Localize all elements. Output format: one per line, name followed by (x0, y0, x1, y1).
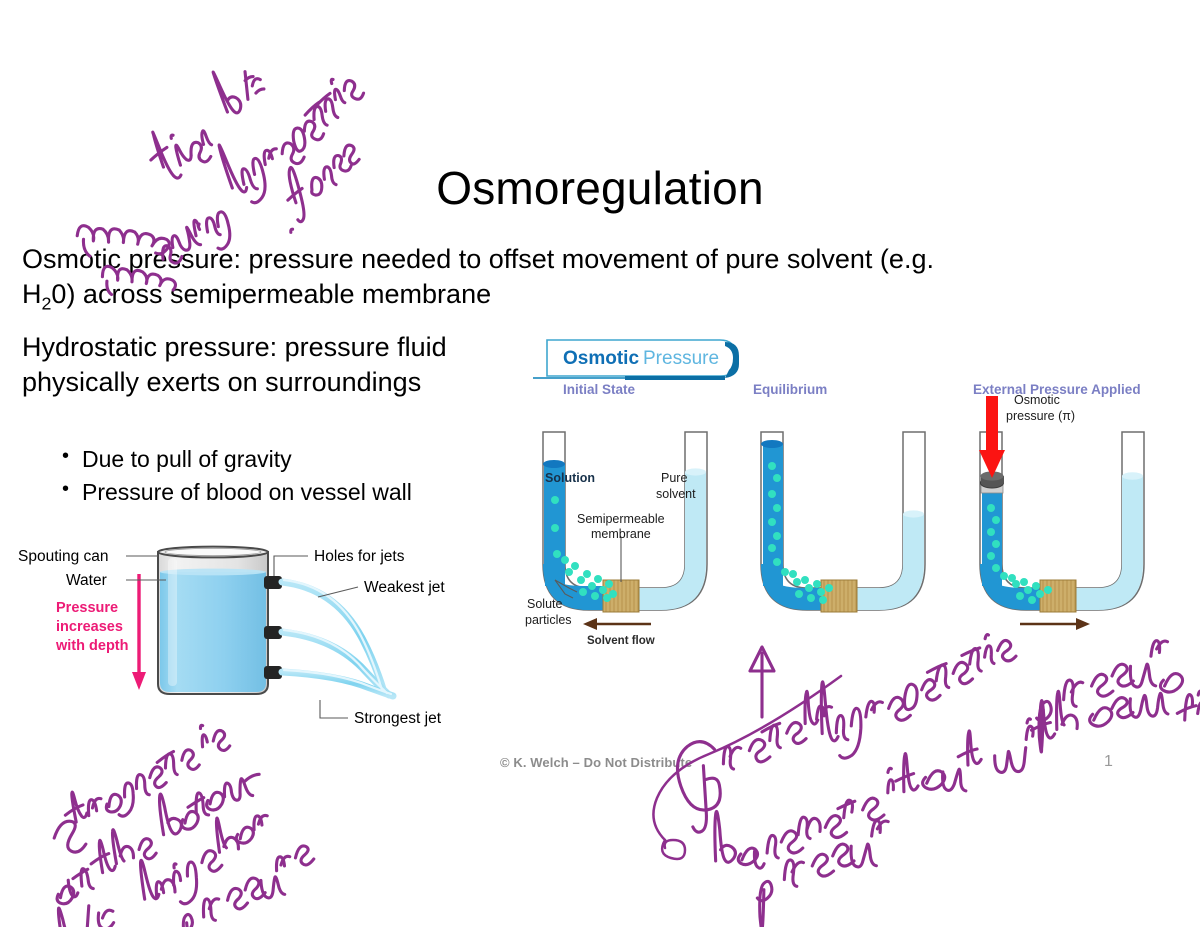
label-solute-line1: Solute (527, 597, 562, 611)
page-title: Osmoregulation (436, 162, 764, 214)
utube-external-pressure: Osmotic pressure (π) (979, 393, 1145, 630)
hydrostatic-pressure-definition: Hydrostatic pressure: pressure fluid phy… (22, 332, 447, 397)
osmotic-definition-h: H (22, 278, 42, 309)
label-weakest-jet: Weakest jet (364, 579, 445, 596)
handwritten-note-top-left-text: changes this b/c measuring hydrostatic f… (28, 46, 29, 47)
label-pressure-line2: increases (56, 619, 123, 635)
water-jets-highlight (282, 578, 393, 696)
solvent-flow-arrow-left (583, 618, 651, 630)
label-semipermeable-line1: Semipermeable (577, 512, 665, 526)
label-pressure-line1: Pressure (56, 600, 118, 616)
label-solute-line2: particles (525, 613, 572, 627)
utube-initial-state: Solution Pure solvent Semipermeable memb… (525, 431, 708, 647)
column-header-initial-state: Initial State (563, 382, 636, 397)
label-holes-for-jets: Holes for jets (314, 548, 405, 565)
footer-credit: © K. Welch – Do Not Distribute (500, 755, 693, 770)
hydrostatic-bullet-list: Due to pull of gravity Pressure of blood… (60, 442, 530, 509)
column-header-external-pressure: External Pressure Applied (973, 382, 1141, 397)
label-pure-solvent-line1: Pure (661, 471, 687, 485)
label-leader-lines (126, 555, 359, 719)
osmotic-definition-line1: Osmotic pressure: pressure needed to off… (22, 244, 934, 274)
osmotic-pressure-banner: Osmotic Pressure (533, 339, 739, 380)
label-solvent-flow: Solvent flow (587, 635, 655, 647)
label-spouting-can: Spouting can (18, 548, 109, 565)
page-number: 1 (1104, 753, 1113, 770)
handwritten-note-bottom-left-text: Strongest is at the bottom b/c higher pr… (18, 735, 19, 736)
spouting-can-figure: Spouting can Water Pressure increases wi… (18, 532, 488, 732)
label-pressure-line3: with depth (55, 638, 129, 654)
banner-word-osmotic: Osmotic (563, 348, 639, 369)
spouting-can-vessel (157, 545, 269, 695)
label-water: Water (66, 572, 107, 589)
osmotic-definition-line2: 0) across semipermeable membrane (51, 278, 492, 309)
osmotic-pressure-definition: Osmotic pressure: pressure needed to off… (22, 242, 1162, 315)
label-semipermeable-line2: membrane (591, 527, 651, 541)
label-osmotic-pressure-line1: Osmotic (1014, 393, 1060, 407)
annotation-pointer-curve (652, 645, 843, 861)
label-solution: Solution (545, 471, 595, 485)
osmotic-definition-subscript: 2 (41, 292, 52, 313)
water-jets (278, 578, 397, 700)
label-strongest-jet: Strongest jet (354, 710, 442, 727)
banner-word-pressure: Pressure (643, 348, 719, 369)
label-pure-solvent-line2: solvent (656, 487, 696, 501)
jet-holes (264, 576, 282, 679)
list-item: Due to pull of gravity (60, 442, 530, 476)
handwritten-note-bottom-right: Greater hydrostatic pressure balances it… (590, 633, 1200, 927)
utube-equilibrium (760, 431, 926, 613)
label-osmotic-pressure-line2: pressure (π) (1006, 409, 1075, 423)
handwritten-note-bottom-left: Strongest is at the bottom b/c higher pr… (18, 723, 358, 927)
osmotic-pressure-red-arrow (979, 396, 1005, 478)
solvent-flow-arrow-right (1020, 618, 1090, 630)
osmotic-pressure-figure: Osmotic Pressure Initial State Equilibri… (525, 332, 1200, 672)
pressure-depth-arrow (132, 574, 146, 690)
column-header-equilibrium: Equilibrium (753, 382, 827, 397)
list-item: Pressure of blood on vessel wall (60, 475, 530, 509)
